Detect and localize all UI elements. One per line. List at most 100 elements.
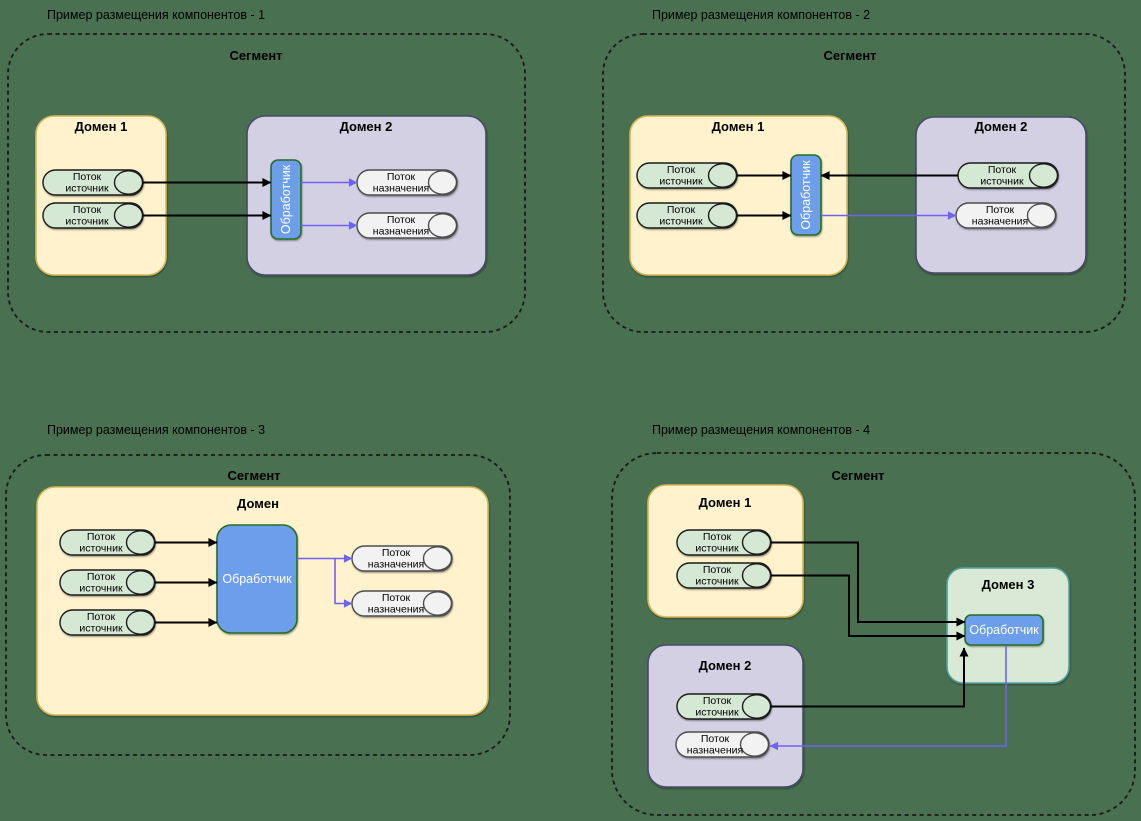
flow-arrow-black xyxy=(771,541,966,627)
handler-label: Обработчик xyxy=(969,623,1039,637)
segment-border xyxy=(7,33,526,333)
pill-label-line2: источник xyxy=(695,543,739,555)
pill-label-line1: Поток xyxy=(382,547,411,559)
destination-stream-pill: Поток назначения xyxy=(351,590,453,617)
pill-label-line1: Поток xyxy=(701,733,730,745)
pill-label-line1: Поток xyxy=(703,531,732,543)
source-stream-pill: Поток источник xyxy=(636,202,738,229)
pill-label-line2: назначения xyxy=(972,216,1028,228)
flow-arrow-black xyxy=(771,574,966,641)
domain-label: Домен xyxy=(237,496,279,511)
domain-label: Домен 1 xyxy=(712,119,765,134)
example-3-title: Пример размещения компонентов - 3 xyxy=(47,423,265,437)
pill-label-line1: Поток xyxy=(87,611,116,623)
pill-cap-circle xyxy=(741,530,772,555)
domain-2: Домен 2 Поток источник Поток назначения xyxy=(915,116,1087,274)
domain: Домен Поток источник Поток источник Пото… xyxy=(36,486,489,716)
pill-label-line1: Поток xyxy=(87,571,116,583)
source-stream-pill: Поток источник xyxy=(59,609,156,636)
source-stream-pill: Поток источник xyxy=(957,162,1059,189)
pill-label-line1: Поток xyxy=(703,695,732,707)
segment-border xyxy=(602,33,1126,333)
destination-stream-pill: Поток назначения xyxy=(356,169,458,196)
pill-cap-circle xyxy=(739,732,770,757)
flow-arrow-black xyxy=(770,647,969,708)
pill-cap-circle xyxy=(427,170,458,195)
pill-label-line1: Поток xyxy=(87,531,116,543)
pill-cap-circle xyxy=(422,591,453,616)
pill-label-line1: Поток xyxy=(986,204,1015,216)
pill-label-line2: источник xyxy=(79,583,123,595)
pill-label-line2: источник xyxy=(65,216,109,228)
pill-label-line1: Поток xyxy=(667,164,696,176)
domain-1: Домен 1 Поток источник Поток источник xyxy=(35,115,167,276)
pill-cap-circle xyxy=(125,570,156,595)
source-stream-pill: Поток источник xyxy=(676,693,772,720)
handler-label: Обработчик xyxy=(279,164,293,234)
domain-3: Домен 3 Обработчик xyxy=(946,567,1070,684)
pill-label-line2: источник xyxy=(695,576,739,588)
pill-label-line1: Поток xyxy=(703,564,732,576)
source-stream-pill: Поток источник xyxy=(42,169,144,196)
segment-border xyxy=(611,452,1136,816)
source-stream-pill: Поток источник xyxy=(636,162,738,189)
destination-stream-pill: Поток назначения xyxy=(955,202,1057,229)
pill-cap-circle xyxy=(741,563,772,588)
segment-border xyxy=(5,454,511,756)
pill-cap-circle xyxy=(1026,203,1057,228)
pill-label-line2: источник xyxy=(980,176,1024,188)
domain-2: Домен 2 Поток источник Поток назначения xyxy=(647,644,804,788)
pill-label-line2: источник xyxy=(659,176,703,188)
pill-cap-circle xyxy=(125,610,156,635)
destination-stream-pill: Поток назначения xyxy=(675,731,770,758)
pill-label-line2: источник xyxy=(659,216,703,228)
domain-1: Домен 1 Поток источник Поток источник xyxy=(647,484,804,618)
handler-box xyxy=(270,159,302,240)
pill-cap-circle xyxy=(741,694,772,719)
pill-label-line1: Поток xyxy=(73,204,102,216)
pill-label-line1: Поток xyxy=(387,171,416,183)
domain-1: Домен 1 Поток источник Поток источник Об… xyxy=(629,115,848,276)
pill-label-line2: назначения xyxy=(687,745,743,757)
source-stream-pill: Поток источник xyxy=(676,529,772,556)
pill-label-line1: Поток xyxy=(667,204,696,216)
example-2: Пример размещения компонентов - 2 Сегмен… xyxy=(602,8,1126,333)
domain-label: Домен 2 xyxy=(699,658,752,673)
pill-label-line2: назначения xyxy=(373,183,429,195)
flow-arrow-blue xyxy=(334,558,353,608)
example-1: Пример размещения компонентов - 1 Сегмен… xyxy=(7,8,526,333)
pill-cap-circle xyxy=(707,163,738,188)
source-stream-pill: Поток источник xyxy=(59,529,156,556)
handler-box xyxy=(964,614,1044,646)
flow-arrow-blue xyxy=(769,646,1007,751)
pill-cap-circle xyxy=(707,203,738,228)
pill-cap-circle xyxy=(427,213,458,238)
domain-box xyxy=(629,115,848,276)
handler-node: Обработчик xyxy=(964,614,1044,646)
domain-2: Домен 2 Обработчик Поток назначения Пото… xyxy=(246,115,487,276)
pill-label-line1: Поток xyxy=(387,214,416,226)
pill-cap-circle xyxy=(113,170,144,195)
example-3: Пример размещения компонентов - 3 Сегмен… xyxy=(5,423,511,756)
destination-stream-pill: Поток назначения xyxy=(356,212,458,239)
pill-label-line1: Поток xyxy=(382,592,411,604)
example-4: Пример размещения компонентов - 4 Сегмен… xyxy=(611,423,1136,816)
handler-node: Обработчик xyxy=(790,154,822,236)
handler-label: Обработчик xyxy=(222,572,292,586)
pill-label-line2: назначения xyxy=(373,226,429,238)
segment-label: Сегмент xyxy=(229,48,282,63)
pill-label-line1: Поток xyxy=(73,171,102,183)
pill-label-line2: источник xyxy=(79,543,123,555)
domain-label: Домен 1 xyxy=(75,119,128,134)
pill-label-line1: Поток xyxy=(988,164,1017,176)
source-stream-pill: Поток источник xyxy=(676,562,772,589)
domain-label: Домен 2 xyxy=(975,119,1028,134)
handler-box xyxy=(790,154,822,236)
segment-label: Сегмент xyxy=(227,468,280,483)
pill-cap-circle xyxy=(125,530,156,555)
handler-label: Обработчик xyxy=(799,160,813,230)
segment-label: Сегмент xyxy=(823,48,876,63)
domain-label: Домен 1 xyxy=(699,495,752,510)
handler-node: Обработчик xyxy=(216,524,298,634)
